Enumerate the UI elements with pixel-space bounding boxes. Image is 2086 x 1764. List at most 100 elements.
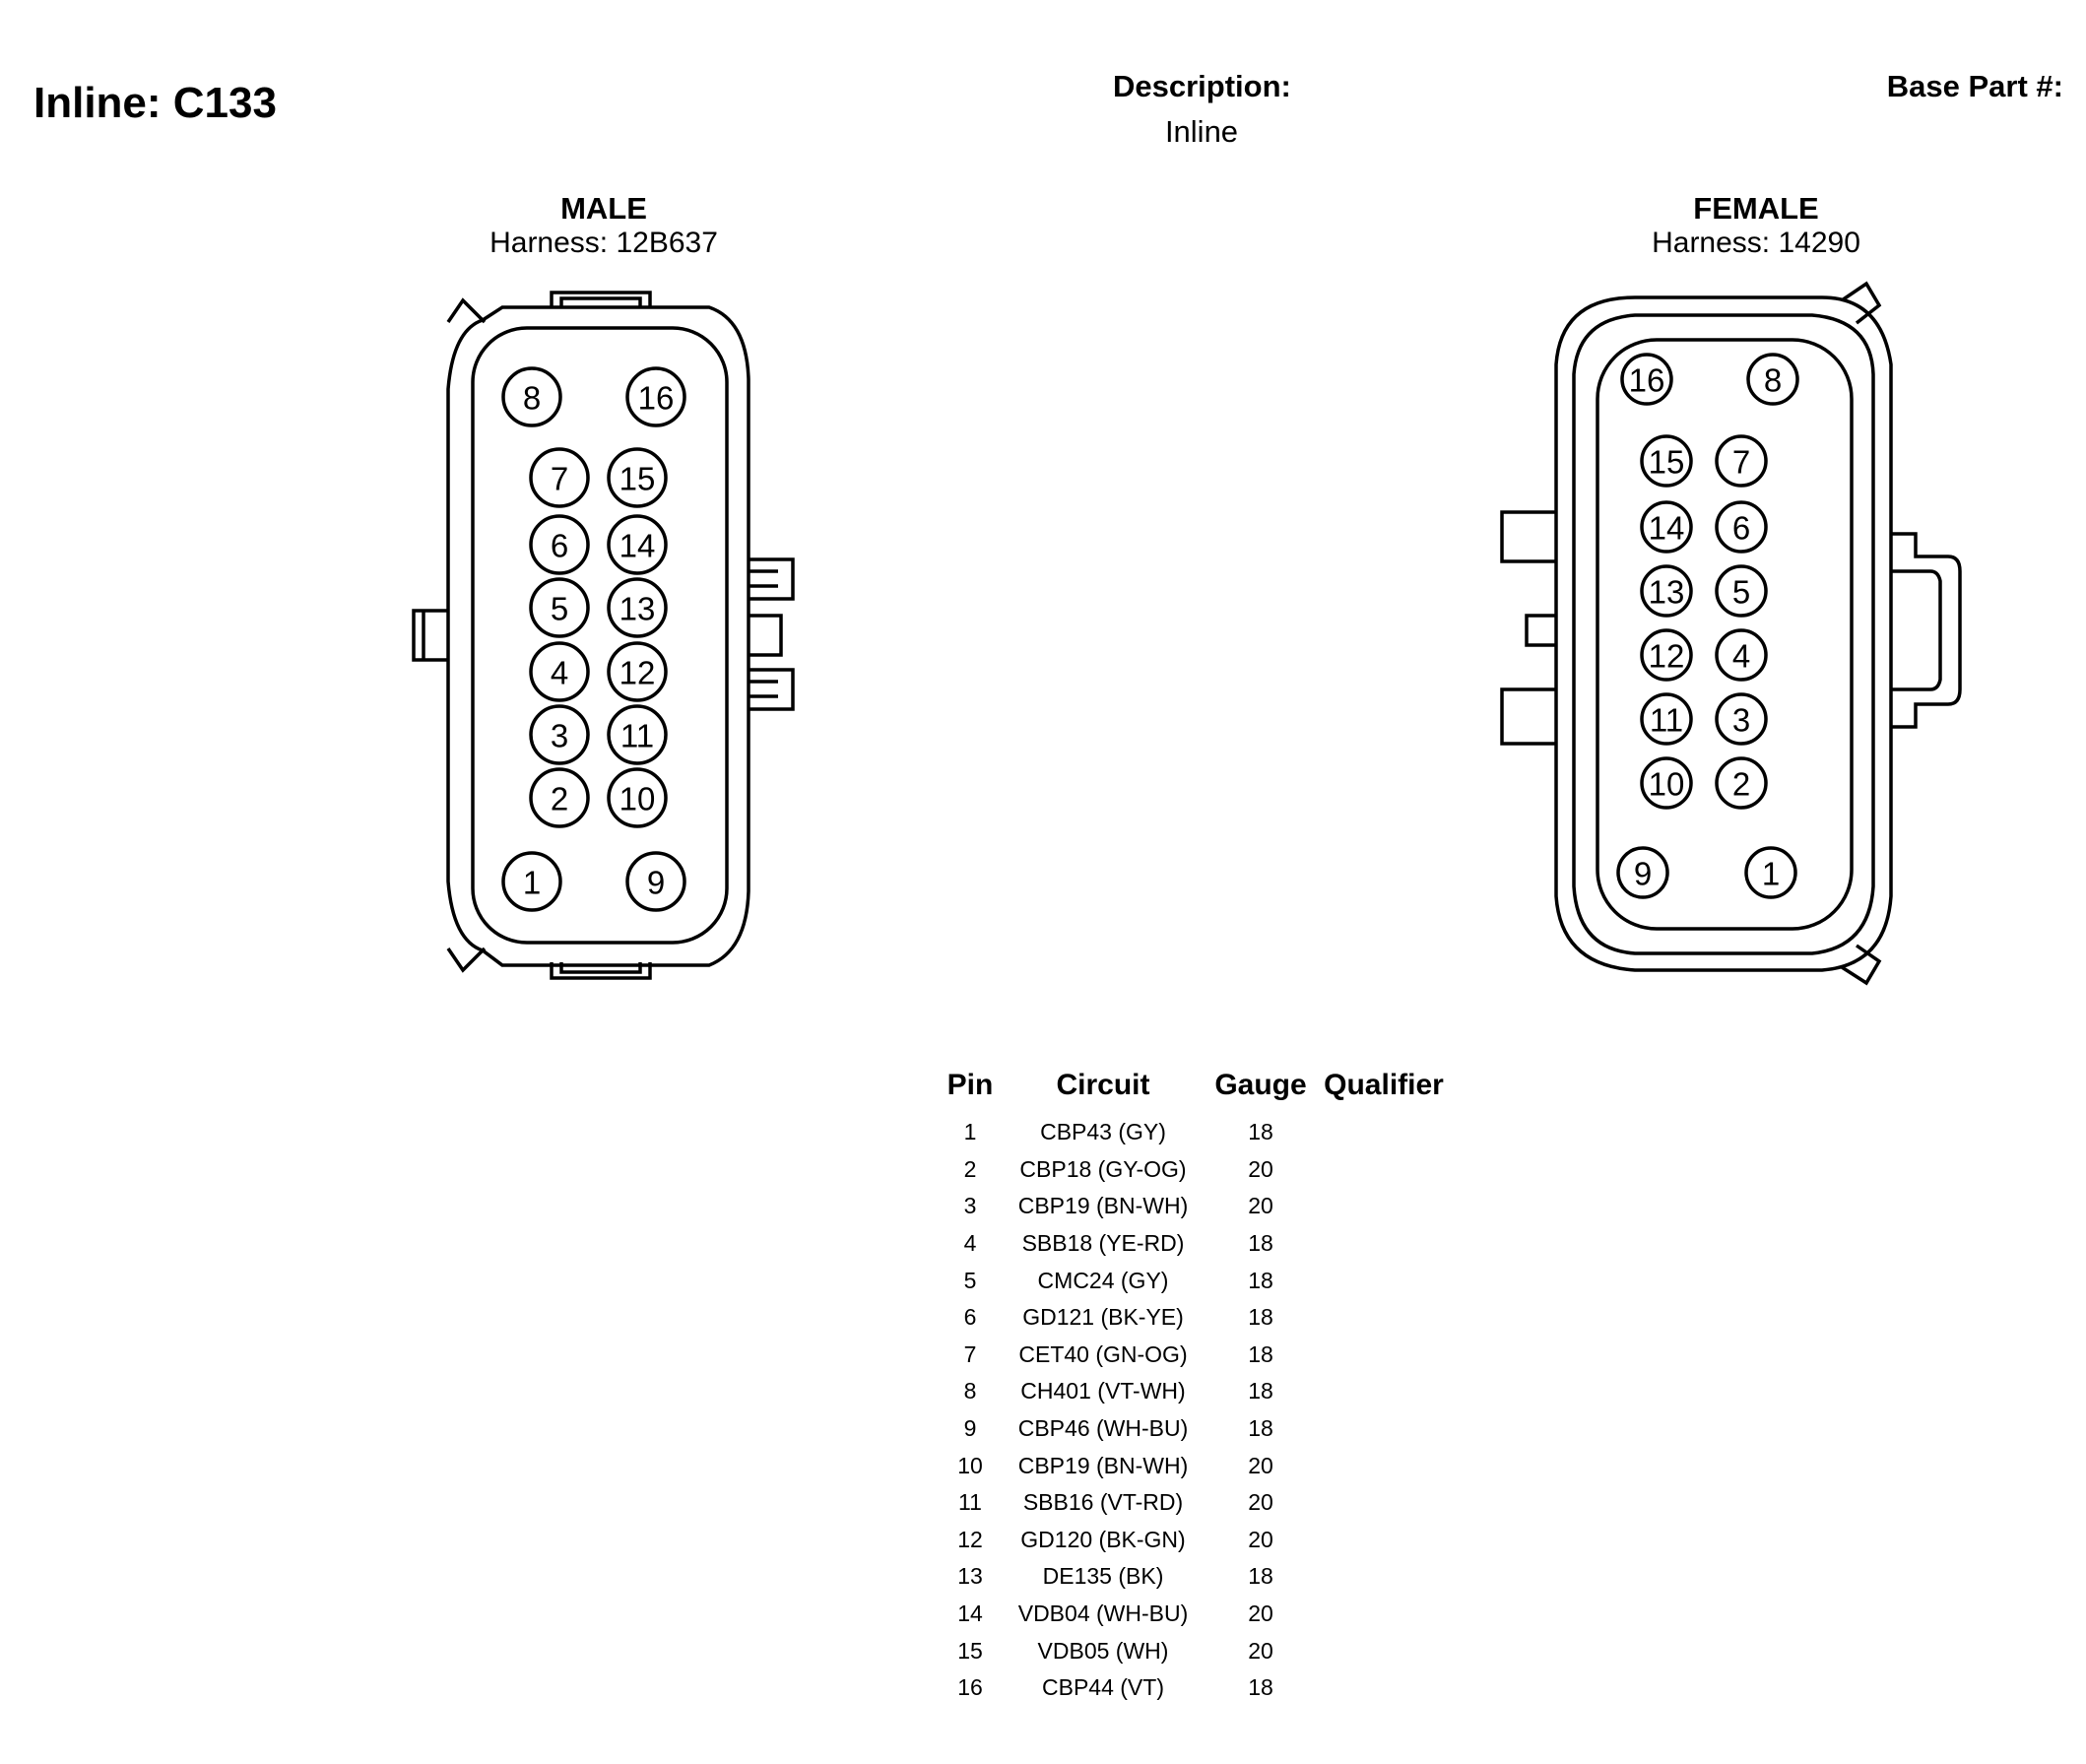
male-pin-circle [501, 366, 562, 427]
male-pin-13: 13 [607, 577, 668, 638]
male-harness-label: Harness: 12B637 [489, 227, 718, 259]
gauge-cell: 20 [1248, 1193, 1273, 1219]
circuit-cell: CMC24 (GY) [1037, 1267, 1169, 1293]
female-pin-circle [1620, 353, 1673, 406]
qualifier-cell [1320, 1151, 1448, 1189]
male-pin-circle [501, 851, 562, 912]
female-pin-circle [1640, 500, 1693, 554]
male-pin-circle [529, 577, 590, 638]
male-pin-1: 1 [501, 851, 562, 912]
male-pin-label: 3 [551, 718, 568, 754]
pinout-header-row: Pin Circuit Gauge Qualifier [936, 1069, 1448, 1114]
table-row: 16 CBP44 (VT) 18 [936, 1669, 1448, 1707]
circuit-column-header: Circuit [1056, 1069, 1150, 1101]
female-pin-8: 8 [1746, 353, 1799, 406]
male-pin-14: 14 [607, 514, 668, 575]
table-row: 5 CMC24 (GY) 18 [936, 1262, 1448, 1299]
gauge-cell: 18 [1248, 1267, 1273, 1293]
male-pin-circle [625, 851, 686, 912]
female-pin-circle [1640, 756, 1693, 810]
pin-cell: 3 [963, 1193, 977, 1219]
pin-cell: 2 [963, 1155, 977, 1182]
male-pin-label: 8 [523, 380, 541, 417]
qualifier-cell [1320, 1299, 1448, 1337]
pin-column-header: Pin [946, 1069, 994, 1101]
qualifier-cell [1320, 1632, 1448, 1669]
female-pin-label: 14 [1649, 510, 1685, 547]
male-pin-label: 5 [551, 591, 568, 627]
female-pin-16: 16 [1620, 353, 1673, 406]
male-pin-circle [607, 577, 668, 638]
male-pin-label: 13 [619, 591, 656, 627]
female-pin-label: 3 [1732, 702, 1750, 739]
circuit-cell: CBP44 (VT) [1042, 1674, 1164, 1701]
qualifier-cell [1320, 1669, 1448, 1707]
female-pin-circle [1715, 564, 1768, 618]
male-pin-7: 7 [529, 447, 590, 508]
circuit-cell: CBP43 (GY) [1040, 1119, 1166, 1145]
gauge-cell: 18 [1248, 1340, 1273, 1367]
gauge-cell: 20 [1248, 1601, 1273, 1627]
gauge-cell: 20 [1248, 1637, 1273, 1664]
pin-cell: 8 [963, 1378, 977, 1405]
male-pin-8: 8 [501, 366, 562, 427]
female-pin-circle [1640, 434, 1693, 488]
male-pin-label: 4 [551, 655, 568, 691]
female-pin-circle [1640, 692, 1693, 746]
male-pin-label: 12 [619, 655, 656, 691]
male-pin-label: 7 [551, 461, 568, 497]
pin-cell: 16 [957, 1674, 983, 1701]
gauge-cell: 18 [1248, 1563, 1273, 1590]
male-pin-6: 6 [529, 514, 590, 575]
male-pin-circle [607, 704, 668, 765]
table-row: 2 CBP18 (GY-OG) 20 [936, 1151, 1448, 1189]
female-pin-label: 7 [1732, 444, 1750, 481]
gauge-cell: 18 [1248, 1415, 1273, 1442]
qualifier-cell [1320, 1114, 1448, 1151]
circuit-cell: SBB18 (YE-RD) [1021, 1230, 1185, 1257]
male-pin-label: 11 [620, 718, 654, 754]
female-pin-7: 7 [1715, 434, 1768, 488]
male-pin-9: 9 [625, 851, 686, 912]
pin-cell: 6 [963, 1304, 977, 1331]
female-pin-15: 15 [1640, 434, 1693, 488]
gauge-cell: 18 [1248, 1674, 1273, 1701]
pin-cell: 14 [957, 1601, 983, 1627]
male-pin-10: 10 [607, 767, 668, 828]
female-pin-label: 15 [1649, 444, 1685, 481]
gauge-cell: 20 [1248, 1155, 1273, 1182]
male-pin-circle [529, 514, 590, 575]
male-pin-4: 4 [529, 641, 590, 702]
qualifier-cell [1320, 1225, 1448, 1263]
gauge-cell: 20 [1248, 1452, 1273, 1478]
female-pin-label: 4 [1732, 638, 1750, 675]
female-pin-3: 3 [1715, 692, 1768, 746]
pin-cell: 11 [958, 1489, 982, 1516]
female-pin-circle [1715, 756, 1768, 810]
male-connector-title: MALE [560, 191, 647, 226]
female-pin-circle [1715, 434, 1768, 488]
female-pin-label: 5 [1732, 574, 1750, 611]
male-pin-label: 14 [619, 528, 656, 564]
male-pin-16: 16 [625, 366, 686, 427]
male-pin-label: 6 [551, 528, 568, 564]
gauge-cell: 20 [1248, 1526, 1273, 1552]
male-connector-outline [412, 291, 795, 980]
male-pin-3: 3 [529, 704, 590, 765]
female-pin-label: 13 [1649, 574, 1685, 611]
gauge-cell: 20 [1248, 1489, 1273, 1516]
circuit-cell: CBP18 (GY-OG) [1019, 1155, 1187, 1182]
female-pin-label: 2 [1732, 766, 1750, 803]
female-pin-6: 6 [1715, 500, 1768, 554]
pin-cell: 5 [963, 1267, 977, 1293]
pin-cell: 10 [957, 1452, 983, 1478]
female-pin-11: 11 [1640, 692, 1693, 746]
male-pin-label: 15 [619, 461, 656, 497]
